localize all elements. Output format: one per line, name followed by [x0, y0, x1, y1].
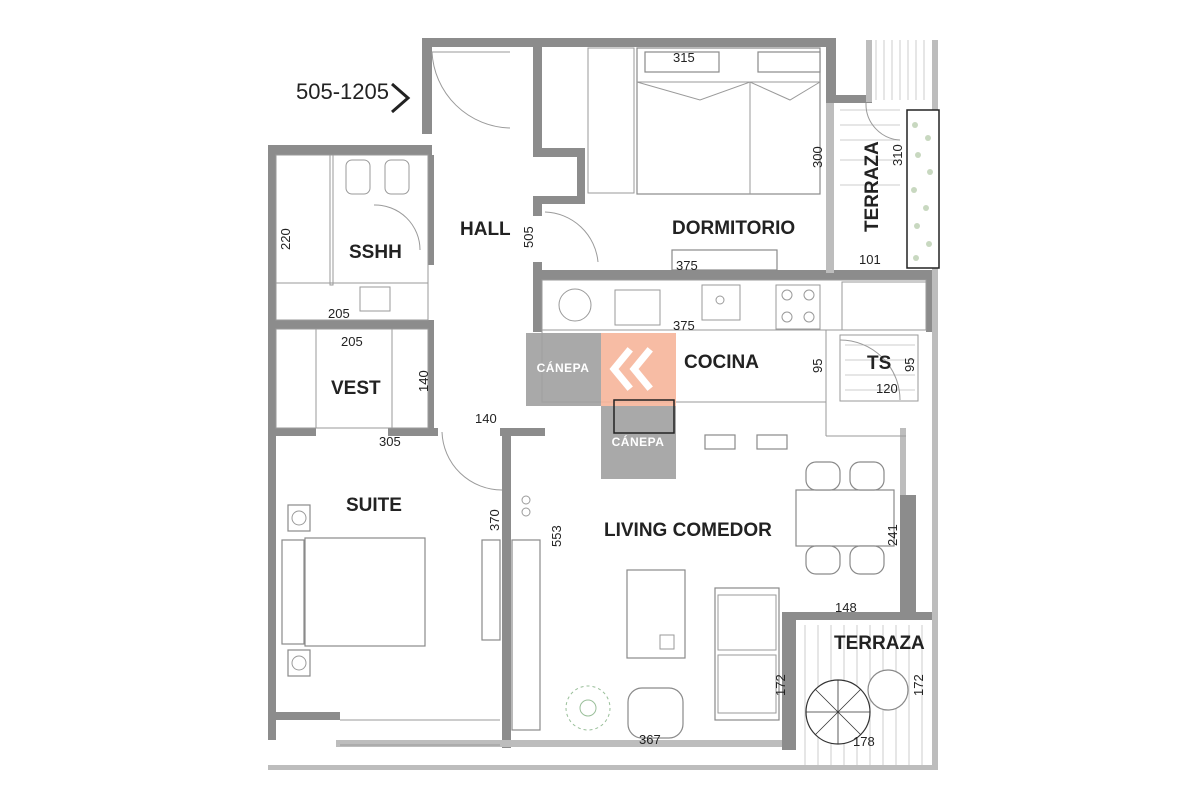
room-label-terraza-bottom: TERRAZA: [834, 633, 925, 654]
dim-172-right: 172: [911, 674, 926, 696]
dim-310: 310: [890, 144, 905, 166]
unit-code: 505-1205: [296, 79, 389, 104]
plant-icon: [911, 122, 933, 261]
vest-fixtures: [275, 328, 429, 429]
ts-area: [839, 334, 919, 402]
terraza-bottom: [804, 625, 923, 765]
dim-505: 505: [521, 226, 536, 248]
dim-370: 370: [487, 509, 502, 531]
dim-367: 367: [639, 732, 661, 747]
umbrella-icon: [805, 679, 871, 745]
room-label-hall: HALL: [460, 219, 511, 240]
watermark-text-left: CÁNEPA: [537, 360, 590, 375]
dim-220: 220: [278, 228, 293, 250]
dim-120: 120: [876, 381, 898, 396]
dim-172-left: 172: [773, 674, 788, 696]
dim-140-hall: 140: [475, 411, 497, 426]
double-chevron-logo-icon: [609, 347, 653, 391]
dim-375-cocina: 375: [673, 318, 695, 333]
room-label-cocina: COCINA: [684, 352, 759, 373]
dim-241: 241: [885, 524, 900, 546]
room-label-dormitorio: DORMITORIO: [672, 218, 795, 239]
living-furniture: [511, 435, 906, 739]
dimension-labels: 315 300 310 505 375 101 220 205 375 205 …: [278, 50, 926, 749]
dim-205-sshh: 205: [328, 306, 350, 321]
dim-300: 300: [810, 146, 825, 168]
room-label-ts: TS: [867, 353, 891, 374]
dim-95-ts: 95: [902, 358, 917, 372]
dim-205-vest: 205: [341, 334, 363, 349]
room-labels: 505-1205 HALL SSHH DORMITORIO TERRAZA CO…: [296, 79, 925, 654]
dim-95-cocina: 95: [810, 359, 825, 373]
suite-furniture: [281, 431, 503, 746]
dim-315: 315: [673, 50, 695, 65]
dim-375-top: 375: [676, 258, 698, 273]
dim-101: 101: [859, 252, 881, 267]
cocina-fixtures: [541, 279, 927, 450]
plant-icon: [565, 685, 611, 731]
canepa-watermark: CÁNEPA CÁNEPA: [526, 333, 676, 479]
dim-148: 148: [835, 600, 857, 615]
room-label-vest: VEST: [331, 378, 381, 399]
room-label-suite: SUITE: [346, 495, 402, 516]
entry: [391, 51, 511, 129]
dim-140-vest: 140: [416, 370, 431, 392]
room-label-living: LIVING COMEDOR: [604, 520, 772, 541]
watermark-text-bottom: CÁNEPA: [612, 434, 665, 449]
sshh-fixtures: [275, 154, 429, 321]
entry-arrow-icon: [391, 82, 411, 114]
terraza-top: [840, 40, 940, 269]
dormitorio-furniture: [544, 47, 821, 271]
dim-178: 178: [853, 734, 875, 749]
room-label-terraza-top: TERRAZA: [862, 141, 883, 232]
dim-553: 553: [549, 525, 564, 547]
room-label-sshh: SSHH: [349, 242, 402, 263]
dim-305: 305: [379, 434, 401, 449]
walls: [268, 38, 938, 770]
